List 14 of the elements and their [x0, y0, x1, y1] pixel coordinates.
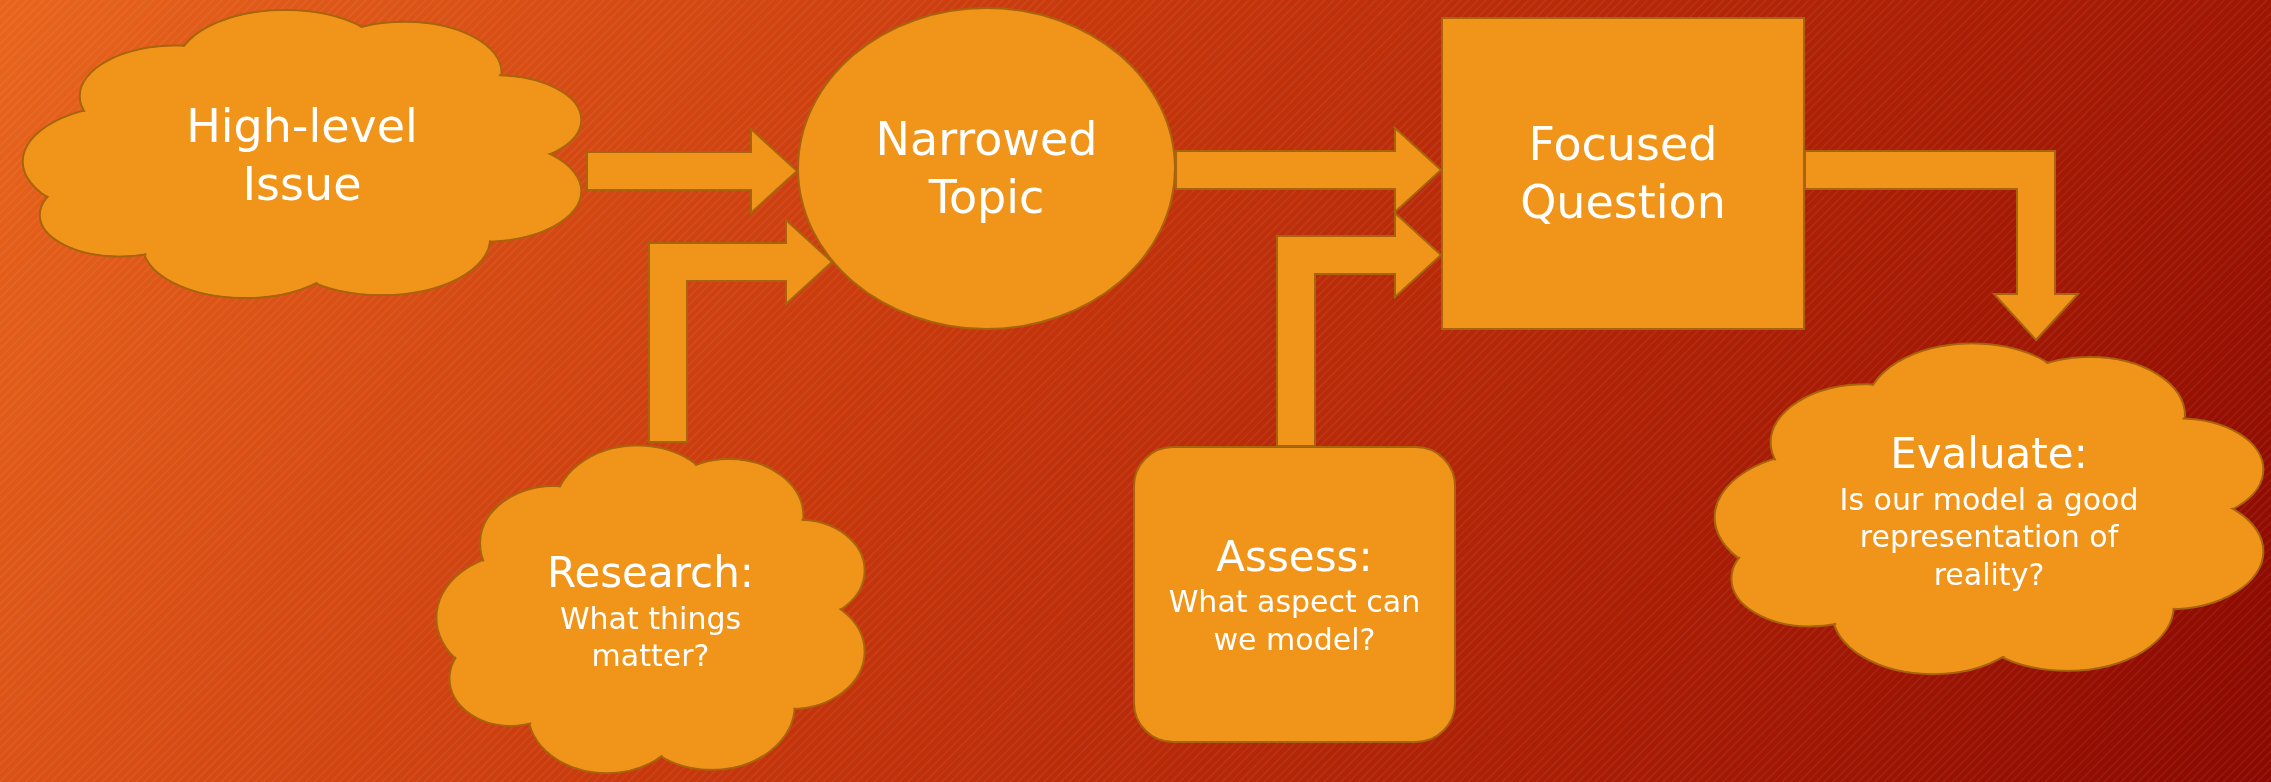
- block-arrow: [1175, 125, 1443, 215]
- node-title: Narrowed Topic: [874, 111, 1099, 226]
- block-arrow: [1804, 150, 2081, 342]
- node-description: What aspect can we model?: [1167, 583, 1422, 659]
- node-description: What things matter?: [558, 599, 743, 675]
- block-arrow: [648, 217, 834, 443]
- block-arrow: [1276, 210, 1443, 447]
- node-title: Research:: [547, 547, 754, 600]
- block-arrow: [586, 126, 799, 216]
- node-title: High-level Issue: [185, 98, 419, 213]
- node-title: Focused Question: [1519, 116, 1727, 231]
- node-description: Is our model a good representation of reality?: [1838, 480, 2140, 593]
- node-title: Evaluate:: [1890, 428, 2088, 480]
- node-title: Assess:: [1216, 530, 1373, 583]
